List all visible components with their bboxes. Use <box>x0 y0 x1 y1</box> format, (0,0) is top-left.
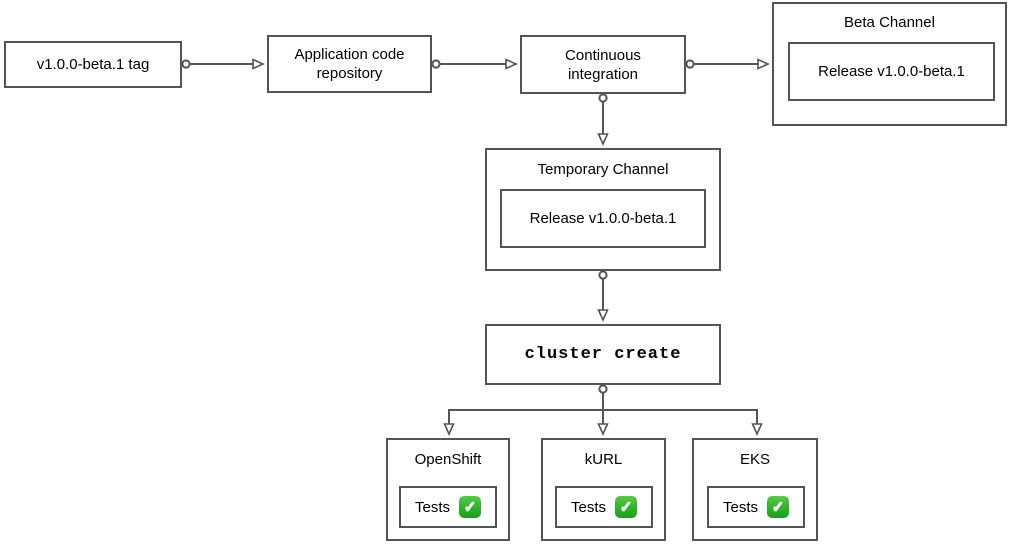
tests-label: Tests <box>414 498 450 516</box>
group-temporary-channel: Temporary Channel Release v1.0.0-beta.1 <box>485 148 721 271</box>
node-cluster-create: cluster create <box>485 324 721 385</box>
edge-source-dot <box>598 384 608 394</box>
edge-source-dot <box>598 93 608 103</box>
group-beta-channel-title: Beta Channel <box>844 14 935 31</box>
node-cluster-create-label: cluster create <box>524 345 682 364</box>
node-app-repo-label: Application code repository <box>294 46 405 82</box>
node-beta-release: Release v1.0.0-beta.1 <box>788 42 995 101</box>
group-temporary-channel-title: Temporary Channel <box>537 161 669 178</box>
edge-source-dot <box>598 270 608 280</box>
node-version-tag: v1.0.0-beta.1 tag <box>4 41 182 88</box>
node-tests-kurl: Tests ✓ <box>555 486 653 528</box>
tests-label: Tests <box>722 498 758 516</box>
group-kurl-title: kURL <box>584 451 623 468</box>
node-continuous-integration: Continuous integration <box>520 35 686 94</box>
node-beta-release-label: Release v1.0.0-beta.1 <box>818 63 965 80</box>
check-icon: ✓ <box>767 496 789 518</box>
group-openshift: OpenShift Tests ✓ <box>386 438 510 541</box>
group-eks-title: EKS <box>739 451 770 468</box>
node-continuous-integration-label: Continuous integration <box>565 46 641 83</box>
edge-source-dot <box>181 59 191 69</box>
edge-cluster-create-to-openshift <box>449 409 603 434</box>
node-tests-eks: Tests ✓ <box>707 486 805 528</box>
node-tests-openshift: Tests ✓ <box>399 486 497 528</box>
group-kurl: kURL Tests ✓ <box>541 438 666 541</box>
node-app-repo: Application code repository <box>267 35 432 93</box>
edge-source-dot <box>685 59 695 69</box>
group-eks: EKS Tests ✓ <box>692 438 818 541</box>
edge-source-dot <box>431 59 441 69</box>
group-openshift-title: OpenShift <box>414 451 482 468</box>
check-icon: ✓ <box>615 496 637 518</box>
node-temporary-release: Release v1.0.0-beta.1 <box>500 189 706 248</box>
group-beta-channel: Beta Channel Release v1.0.0-beta.1 <box>772 2 1007 126</box>
node-version-tag-label: v1.0.0-beta.1 tag <box>36 56 150 73</box>
tests-label: Tests <box>570 498 606 516</box>
edge-cluster-create-to-eks <box>603 409 757 434</box>
check-icon: ✓ <box>459 496 481 518</box>
node-temporary-release-label: Release v1.0.0-beta.1 <box>529 210 677 227</box>
